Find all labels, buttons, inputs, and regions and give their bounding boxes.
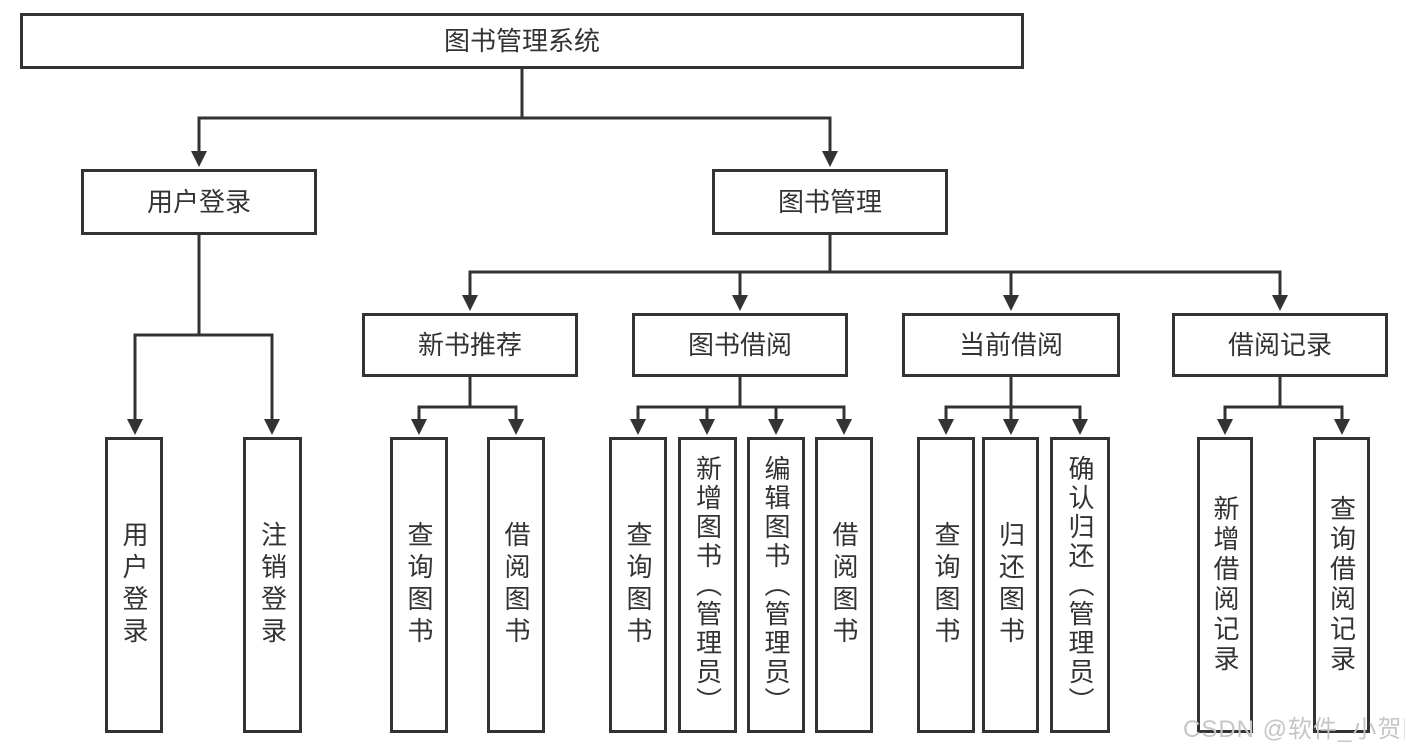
- user-login-leaf: 用户登录: [105, 437, 163, 733]
- recommend-query-books-leaf: 查询图书: [390, 437, 448, 733]
- records-query-record-leaf: 查询借阅记录: [1313, 437, 1370, 733]
- current-query-books-leaf: 查询图书: [917, 437, 975, 733]
- csdn-watermark: CSDN @软件_小贺同学: [1183, 716, 1405, 743]
- borrowing-borrow-books-leaf: 借阅图书: [815, 437, 873, 733]
- borrowing-records-node: 借阅记录: [1172, 313, 1388, 377]
- recommend-borrow-books-leaf: 借阅图书: [487, 437, 545, 733]
- borrowing-query-books-leaf: 查询图书: [609, 437, 667, 733]
- records-add-record-leaf: 新增借阅记录: [1197, 437, 1253, 733]
- book-borrowing-node: 图书借阅: [632, 313, 848, 377]
- new-book-recommend-node: 新书推荐: [362, 313, 578, 377]
- root-node: 图书管理系统: [20, 13, 1024, 69]
- current-borrowing-node: 当前借阅: [902, 313, 1120, 377]
- current-confirm-return-leaf: 确认归还（管理员）: [1050, 437, 1110, 733]
- book-management-branch: 图书管理: [712, 169, 948, 235]
- arrowheads: [127, 151, 1350, 435]
- logout-leaf: 注销登录: [243, 437, 302, 733]
- borrowing-add-books-leaf: 新增图书（管理员）: [678, 437, 737, 733]
- current-return-books-leaf: 归还图书: [982, 437, 1039, 733]
- user-login-branch: 用户登录: [81, 169, 317, 235]
- borrowing-edit-books-leaf: 编辑图书（管理员）: [747, 437, 805, 733]
